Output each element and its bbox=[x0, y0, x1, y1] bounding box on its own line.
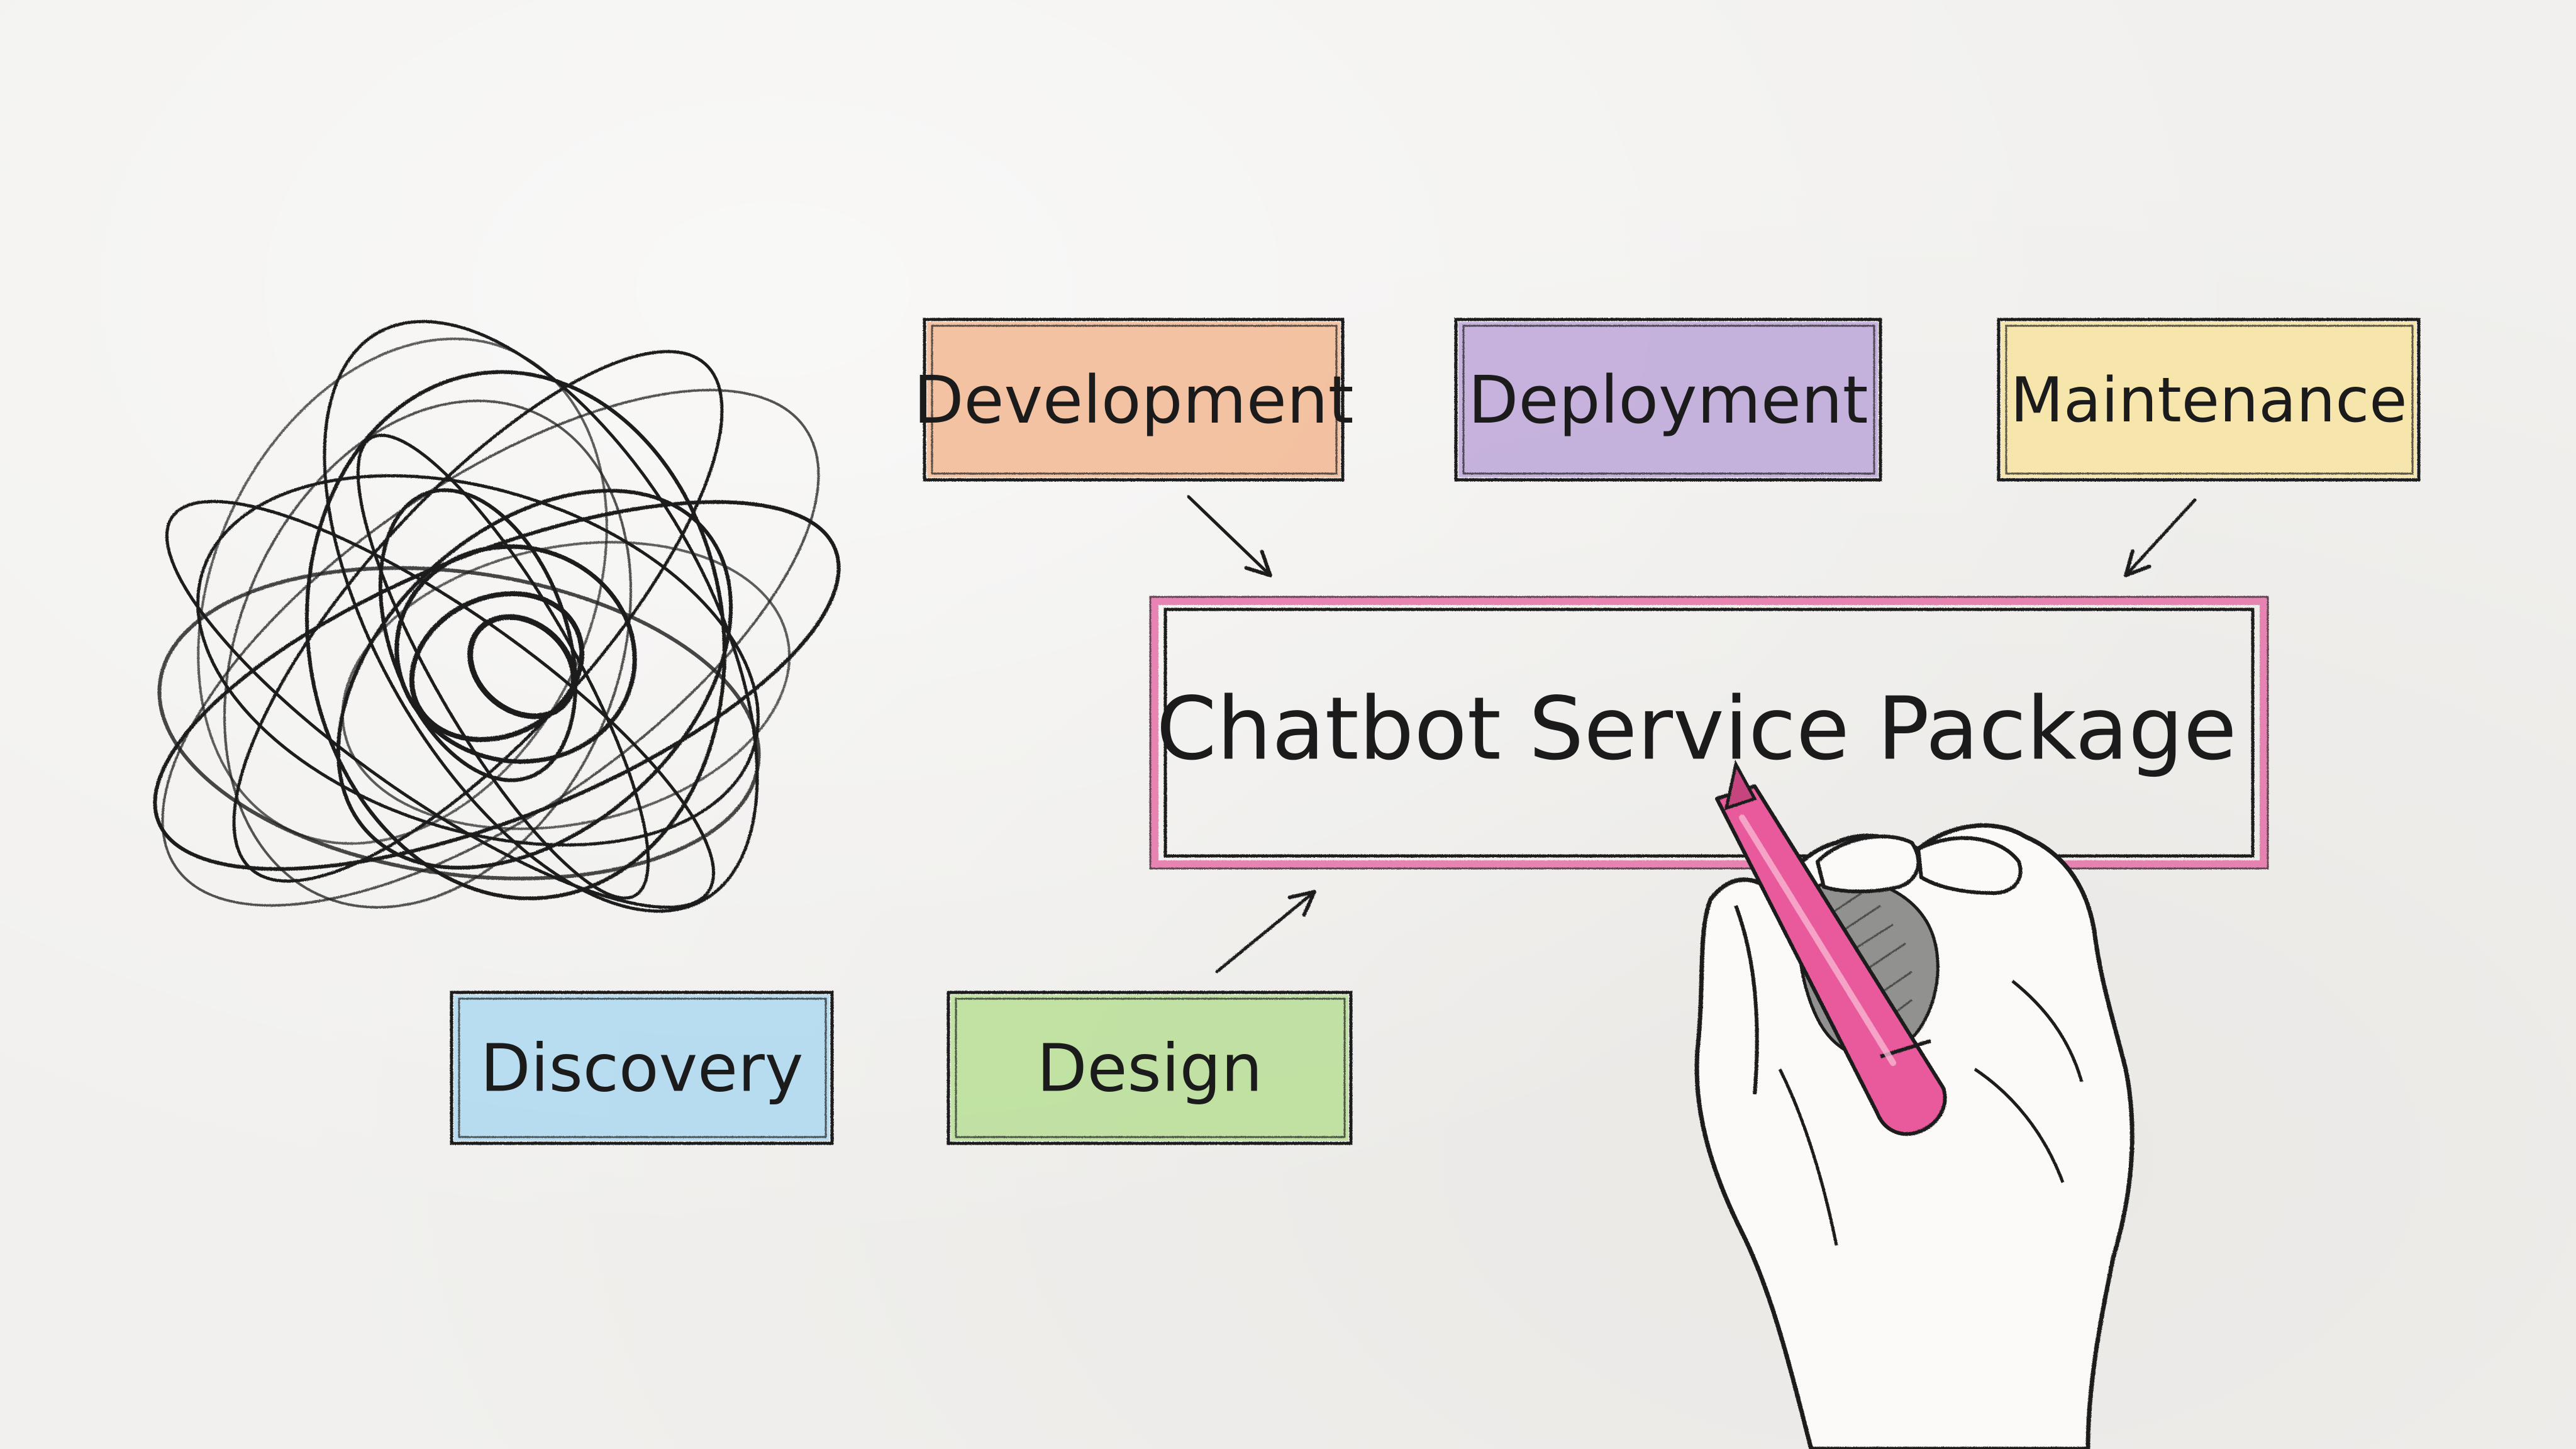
stage-box-maintenance: Maintenance bbox=[1997, 318, 2421, 482]
arrow-maintenance-to-central_box bbox=[2124, 498, 2197, 577]
stage-label-design: Design bbox=[1036, 1030, 1262, 1106]
stage-box-development: Development bbox=[913, 318, 1354, 482]
stage-label-deployment: Deployment bbox=[1468, 362, 1868, 438]
arrow-design-to-central_box bbox=[1215, 890, 1316, 974]
stage-label-development: Development bbox=[913, 362, 1353, 438]
tangled-scribble bbox=[153, 319, 841, 913]
stage-box-deployment: Deployment bbox=[1454, 318, 1882, 482]
stage-box-design: Design bbox=[947, 991, 1353, 1145]
hand-illustration bbox=[1694, 759, 2135, 1449]
central-box-label: Chatbot Service Package bbox=[1156, 678, 2236, 779]
central-box: Chatbot Service Package bbox=[1149, 596, 2269, 870]
stage-box-discovery: Discovery bbox=[450, 991, 834, 1145]
stage-label-discovery: Discovery bbox=[480, 1030, 804, 1106]
arrow-development-to-central_box bbox=[1187, 495, 1272, 577]
stage-label-maintenance: Maintenance bbox=[2010, 365, 2407, 436]
pink-marker bbox=[1715, 759, 1947, 1136]
